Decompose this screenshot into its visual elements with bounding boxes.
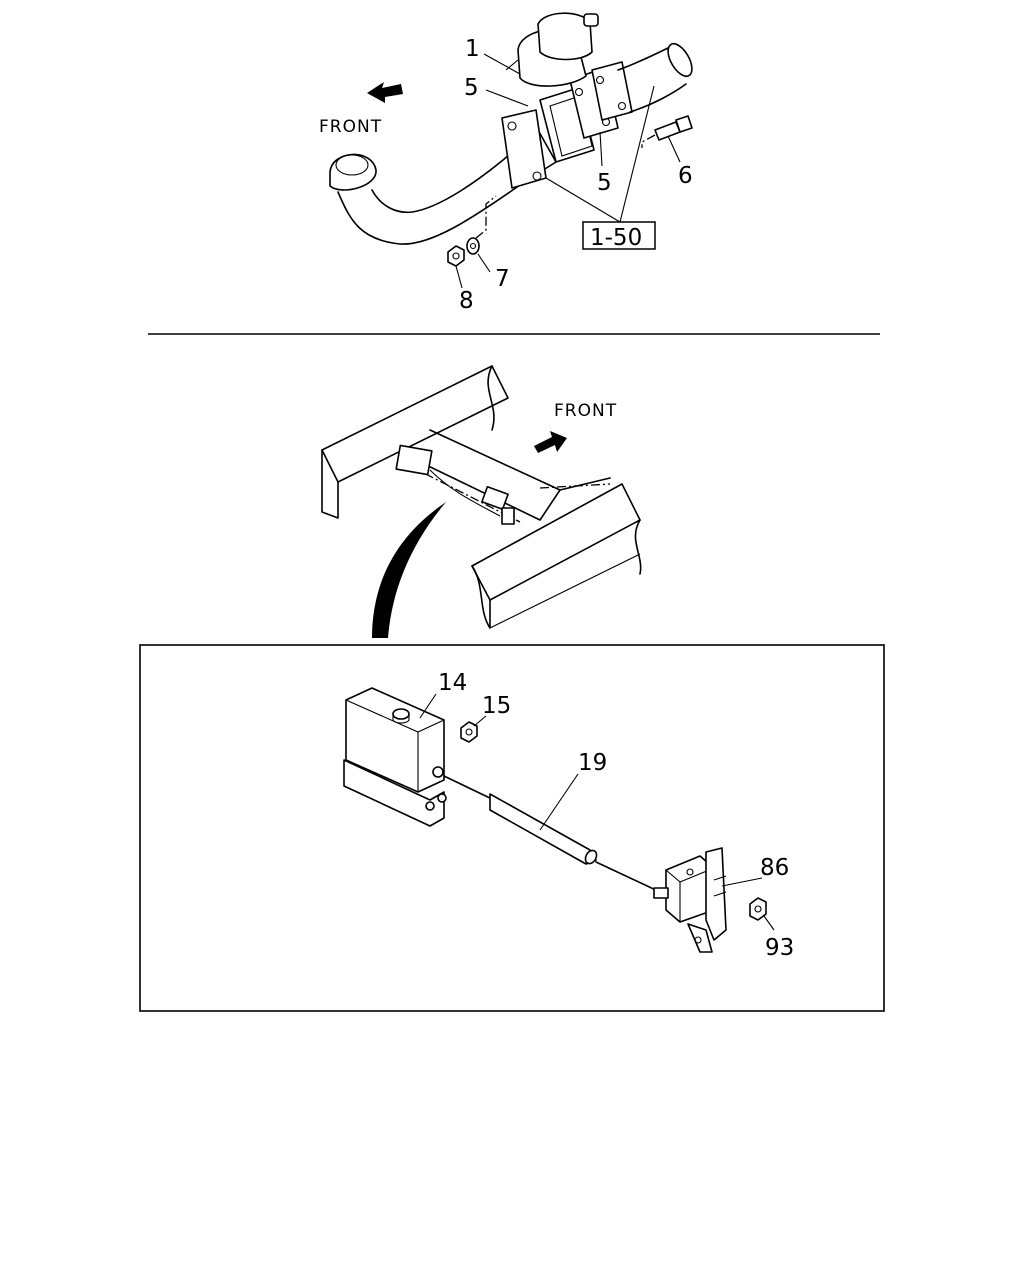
callout-1: 1 xyxy=(465,36,480,62)
top-assembly: FRONT xyxy=(319,12,693,314)
solenoid-valve-86 xyxy=(653,847,727,953)
detail-box xyxy=(139,644,885,1012)
detail-view: 14 15 19 86 93 xyxy=(343,670,794,961)
callout-93: 93 xyxy=(765,935,794,961)
frame-view: FRONT xyxy=(321,365,642,638)
callout-86: 86 xyxy=(760,855,789,881)
vacuum-tank xyxy=(343,687,447,827)
detail-pointer xyxy=(372,502,446,638)
front-arrow-icon xyxy=(367,82,403,103)
callout-8: 8 xyxy=(459,288,474,314)
nut-93 xyxy=(749,897,767,921)
nut-and-washer xyxy=(447,195,497,267)
ref-box-label: 1-50 xyxy=(590,225,642,251)
frame-unit xyxy=(395,444,433,476)
bolt-6 xyxy=(641,115,693,148)
front-arrow-icon xyxy=(534,431,567,453)
ref-box xyxy=(582,221,656,250)
callout-5a: 5 xyxy=(464,75,479,101)
callout-14: 14 xyxy=(438,670,467,696)
hose-19 xyxy=(443,775,661,893)
callout-6: 6 xyxy=(678,163,693,189)
frame-valve xyxy=(481,485,509,511)
front-label-top: FRONT xyxy=(319,117,382,137)
nut-15 xyxy=(460,721,478,743)
callout-19: 19 xyxy=(578,750,607,776)
flange-stack xyxy=(501,61,633,189)
top-leaders xyxy=(455,53,681,289)
callout-5b: 5 xyxy=(597,170,612,196)
callout-15: 15 xyxy=(482,693,511,719)
outlet-pipe xyxy=(617,42,693,113)
detail-leaders xyxy=(419,693,775,931)
front-label-frame: FRONT xyxy=(554,401,617,421)
frame-rail-left xyxy=(321,365,509,483)
exhaust-brake-valve xyxy=(505,12,599,87)
callout-7: 7 xyxy=(495,266,510,292)
